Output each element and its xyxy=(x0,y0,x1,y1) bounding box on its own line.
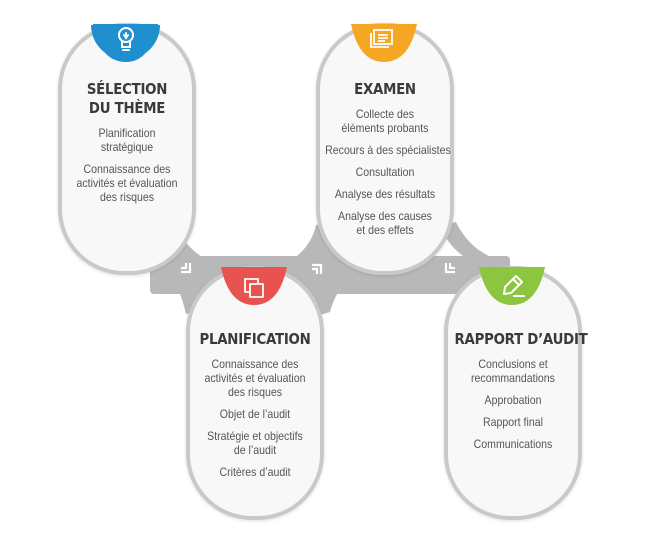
stage-title-line: PLANIFICATION xyxy=(199,330,311,348)
stage-item-line: Planification xyxy=(98,126,156,140)
stage-item-line: Connaissance des xyxy=(211,357,299,371)
stage-item: Objet de l’audit xyxy=(195,407,315,421)
icon-cap-rapport xyxy=(479,267,545,305)
stage-examen: EXAMEN Collecte des éléments probants Re… xyxy=(317,80,453,245)
stage-title: RAPPORT D’AUDIT xyxy=(454,330,588,349)
stage-title-line: SÉLECTION xyxy=(86,80,168,98)
connector-segment-3 xyxy=(440,222,505,316)
stage-item-line: Consultation xyxy=(355,165,415,179)
stage-item-line: Rapport final xyxy=(483,415,543,429)
lightbulb-icon xyxy=(118,27,134,51)
stage-item-line: éléments probants xyxy=(341,121,429,135)
stage-title-line: EXAMEN xyxy=(354,80,416,98)
icon-cap-selection xyxy=(91,24,160,62)
stage-planification: PLANIFICATION Connaissance des activités… xyxy=(187,330,323,487)
stage-title-line: DU THÈME xyxy=(88,99,166,117)
icon-cap-planification xyxy=(221,267,287,305)
stage-title: EXAMEN xyxy=(327,80,444,99)
stage-rapport: RAPPORT D’AUDIT Conclusions et recommand… xyxy=(445,330,588,459)
stage-item-line: des risques xyxy=(227,385,283,399)
stage-item-line: stratégique xyxy=(100,140,154,154)
stage-item-line: Conclusions et xyxy=(478,357,548,371)
stage-item: Critères d’audit xyxy=(195,465,315,479)
stage-item: Recours à des spécialistes xyxy=(325,143,451,157)
stage-item: Analyse des causes et des effets xyxy=(325,209,445,237)
stage-item-line: Approbation xyxy=(484,393,542,407)
corner-arrow-icon xyxy=(181,263,192,274)
stage-item-line: Recours à des spécialistes xyxy=(325,143,451,157)
stage-item: Analyse des résultats xyxy=(325,187,445,201)
stage-item-line: Stratégie et objectifs xyxy=(207,429,303,443)
stage-item: Communications xyxy=(453,437,573,451)
stage-item: Connaissance des activités et évaluation… xyxy=(67,162,187,204)
stage-item: Stratégie et objectifs de l’audit xyxy=(195,429,315,457)
stage-item-line: Communications xyxy=(473,437,553,451)
stage-item: Conclusions et recommandations xyxy=(453,357,573,385)
icon-cap-examen xyxy=(351,24,417,62)
stage-item-line: Objet de l’audit xyxy=(219,407,291,421)
stage-item: Collecte des éléments probants xyxy=(325,107,445,135)
stage-item-line: activités et évaluation xyxy=(204,371,306,385)
stage-item-line: des risques xyxy=(99,190,155,204)
stage-item-line: Analyse des résultats xyxy=(334,187,436,201)
pencil-icon xyxy=(503,275,525,297)
stage-item-line: recommandations xyxy=(471,371,555,385)
document-icon xyxy=(370,29,393,48)
stage-item: Rapport final xyxy=(453,415,573,429)
stage-item-line: de l’audit xyxy=(233,443,277,457)
stage-item-line: activités et évaluation xyxy=(76,176,178,190)
stage-item: Approbation xyxy=(453,393,573,407)
stage-item-line: Connaissance des xyxy=(83,162,171,176)
stage-item: Consultation xyxy=(325,165,445,179)
stage-selection: SÉLECTION DU THÈME Planification stratég… xyxy=(59,80,195,212)
corner-arrow-icon xyxy=(444,263,455,274)
stage-item-line: et des effets xyxy=(356,223,414,237)
stage-item-line: Analyse des causes xyxy=(338,209,432,223)
stage-item: Planification stratégique xyxy=(67,126,187,154)
stage-item: Connaissance des activités et évaluation… xyxy=(195,357,315,399)
stage-item-line: Collecte des xyxy=(355,107,415,121)
stage-title: SÉLECTION DU THÈME xyxy=(69,80,186,118)
copy-icon xyxy=(244,278,264,298)
stage-title-line: RAPPORT D’AUDIT xyxy=(454,330,588,348)
stage-title: PLANIFICATION xyxy=(197,330,314,349)
stage-item-line: Critères d’audit xyxy=(219,465,291,479)
corner-arrow-icon xyxy=(312,263,323,274)
